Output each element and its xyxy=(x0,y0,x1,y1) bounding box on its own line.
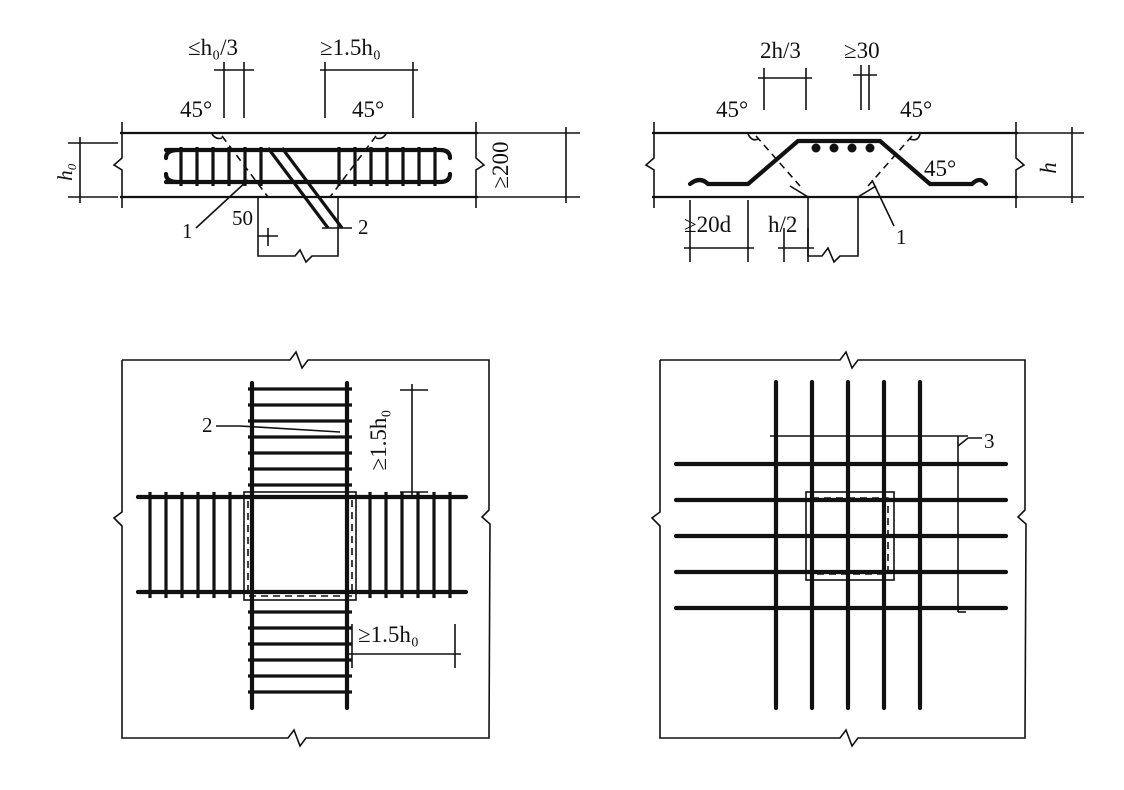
label-plan-extend-horizontal: ≥1.5h₀ xyxy=(358,622,419,647)
stirrup-plan-view: 2 ≥1.5h₀ ≥1.5h₀ xyxy=(112,350,491,748)
label-slab-min-thickness: ≥200 xyxy=(488,141,513,188)
label-gap-50: 50 xyxy=(232,206,253,230)
bent-bar-plan-view: 3 xyxy=(650,350,1027,748)
callout-3-plan: 3 xyxy=(984,429,995,453)
label-angle-right: 45° xyxy=(352,97,384,122)
callout-2-section: 2 xyxy=(358,215,369,239)
callout-2-plan: 2 xyxy=(202,413,213,437)
callout-1-right: 1 xyxy=(896,225,907,249)
label-stirrup-extend-min: ≥1.5h₀ xyxy=(320,35,381,60)
label-height-h: h xyxy=(1036,162,1061,174)
label-plan-extend-vertical: ≥1.5h₀ xyxy=(366,410,391,471)
label-angle-bent-left: 45° xyxy=(716,97,748,122)
label-stirrup-first-max: ≤h₀/3 xyxy=(188,35,238,60)
stirrup-section-view: ≤h₀/3 ≥1.5h₀ 45° 45° h₀ ≥200 50 1 2 xyxy=(53,35,580,264)
label-anchor-length: ≥20d xyxy=(684,212,732,237)
label-angle-left: 45° xyxy=(180,97,212,122)
label-angle-bent-right: 45° xyxy=(900,97,932,122)
label-cover-min: ≥30 xyxy=(844,38,880,63)
label-height-h0: h₀ xyxy=(53,163,77,181)
label-bent-zone: 2h/3 xyxy=(760,38,801,63)
callout-1-left: 1 xyxy=(182,219,193,243)
label-half-h: h/2 xyxy=(768,212,797,237)
bent-bar-section-view: 2h/3 ≥30 45° 45° 45° h ≥20d h/2 1 xyxy=(644,38,1084,264)
label-angle-bent-inner: 45° xyxy=(924,156,956,181)
